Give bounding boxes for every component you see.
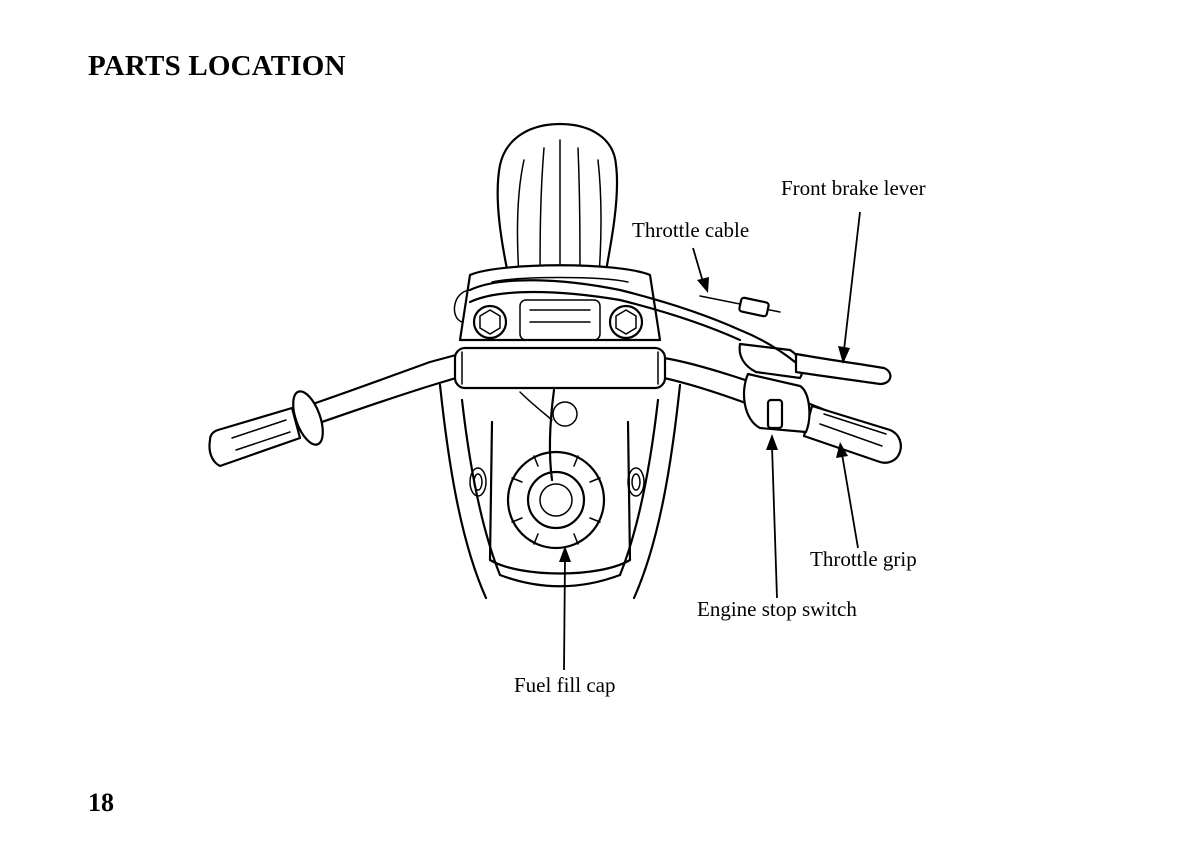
throttle-grip-arrow <box>836 442 859 549</box>
crossbar-pad <box>453 346 667 390</box>
left-grip <box>208 390 324 468</box>
fuel-fill-cap-arrow <box>559 546 571 671</box>
page-number: 18 <box>88 788 114 817</box>
label-fuel-fill-cap: Fuel fill cap <box>514 673 616 697</box>
label-engine-stop-switch: Engine stop switch <box>697 597 857 621</box>
fuel-fill-cap <box>506 388 606 550</box>
fork-shroud <box>438 383 682 600</box>
throttle-cable-arrow <box>692 247 709 293</box>
triple-clamp <box>458 264 662 427</box>
engine-stop-switch-arrow <box>766 434 778 599</box>
throttle-cable <box>453 279 797 364</box>
engine-stop-switch <box>742 372 811 434</box>
front-brake-lever <box>738 342 892 386</box>
page-title: PARTS LOCATION <box>88 50 346 82</box>
label-throttle-cable: Throttle cable <box>632 218 750 242</box>
label-front-brake-lever: Front brake lever <box>781 176 926 200</box>
throttle-grip <box>802 404 902 464</box>
front-brake-lever-arrow <box>838 211 861 364</box>
label-throttle-grip: Throttle grip <box>810 547 917 571</box>
